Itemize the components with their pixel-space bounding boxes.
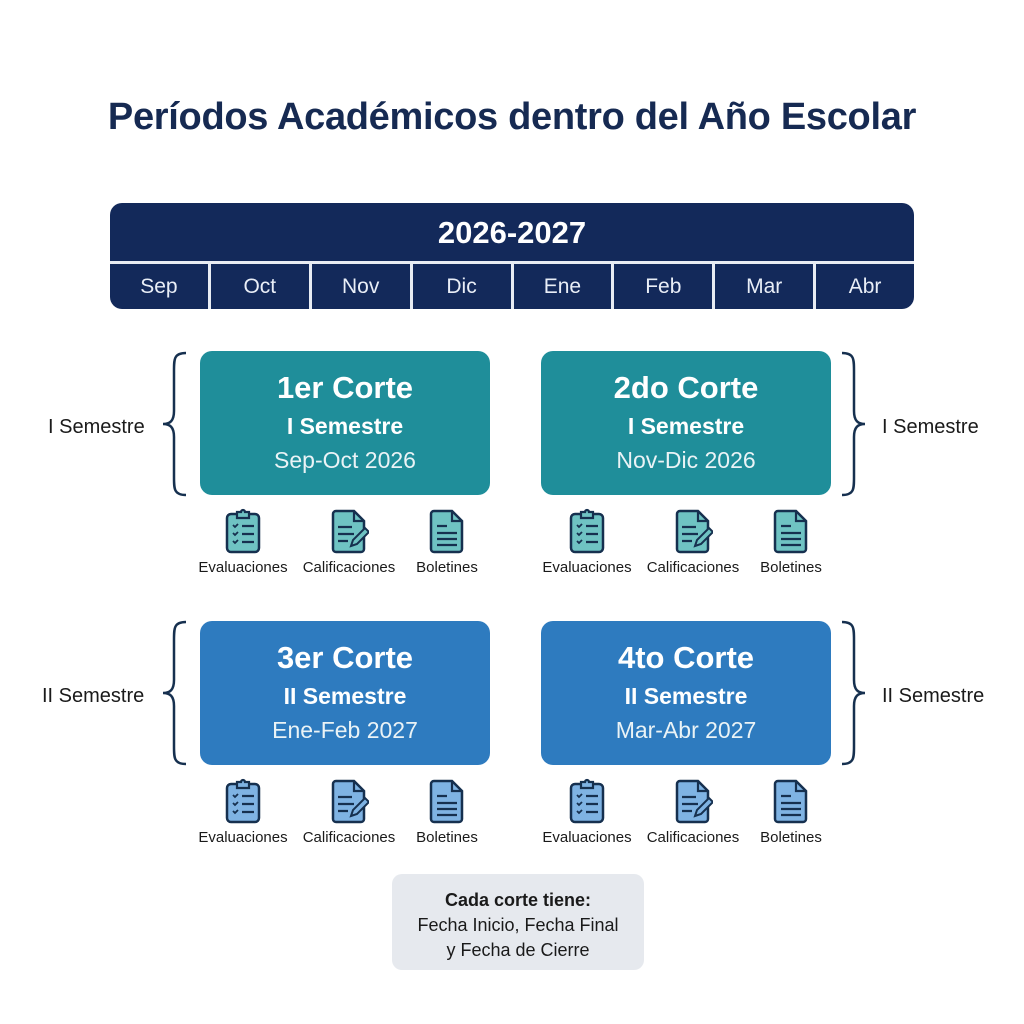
icon-label: Calificaciones [302, 829, 396, 846]
corte-card-4: 4to Corte II Semestre Mar-Abr 2027 [541, 621, 831, 765]
icon-label: Boletines [760, 829, 822, 846]
month-cell: Ene [510, 264, 612, 309]
corte-card-1: 1er Corte I Semestre Sep-Oct 2026 [200, 351, 490, 495]
info-note: Cada corte tiene: Fecha Inicio, Fecha Fi… [392, 874, 644, 970]
icon-label: Evaluaciones [542, 559, 632, 576]
month-cell: Sep [140, 275, 178, 298]
calificaciones-item: Calificaciones [635, 778, 751, 846]
icon-label: Calificaciones [646, 829, 740, 846]
corte-3-icons: Evaluaciones Calificaciones Boletines [195, 778, 487, 846]
right-brace-icon [841, 620, 866, 766]
calificaciones-item: Calificaciones [291, 508, 407, 576]
year-timeline: 2026-2027 Sep Oct Nov Dic Ene Feb Mar Ab… [110, 203, 914, 309]
document-lines-icon [429, 509, 464, 554]
semester-label-left: I Semestre [48, 416, 145, 438]
document-lines-icon [773, 779, 808, 824]
boletines-item: Boletines [407, 508, 487, 576]
semester-label-right: I Semestre [882, 416, 979, 438]
document-pencil-icon [675, 779, 713, 824]
corte-semester: II Semestre [624, 683, 748, 709]
document-pencil-icon [675, 509, 713, 554]
month-cell: Dic [409, 264, 511, 309]
boletines-item: Boletines [751, 508, 831, 576]
corte-4-icons: Evaluaciones Calificaciones Boletines [539, 778, 831, 846]
right-brace-icon [841, 351, 866, 497]
left-brace-icon [162, 620, 187, 766]
corte-semester: I Semestre [627, 413, 745, 439]
corte-card-3: 3er Corte II Semestre Ene-Feb 2027 [200, 621, 490, 765]
clipboard-checklist-icon [225, 778, 261, 824]
corte-title: 1er Corte [276, 370, 414, 405]
icon-label: Calificaciones [302, 559, 396, 576]
icon-label: Evaluaciones [198, 829, 288, 846]
month-row: Sep Oct Nov Dic Ene Feb Mar Abr [110, 261, 914, 309]
evaluaciones-item: Evaluaciones [539, 778, 635, 846]
corte-range: Sep-Oct 2026 [274, 447, 416, 473]
clipboard-checklist-icon [225, 508, 261, 554]
corte-range: Mar-Abr 2027 [615, 717, 757, 743]
month-cell: Mar [712, 264, 813, 309]
month-cell: Nov [308, 264, 410, 309]
document-lines-icon [773, 509, 808, 554]
evaluaciones-item: Evaluaciones [539, 508, 635, 576]
corte-card-2: 2do Corte I Semestre Nov-Dic 2026 [541, 351, 831, 495]
document-pencil-icon [331, 509, 369, 554]
calificaciones-item: Calificaciones [291, 778, 407, 846]
icon-label: Evaluaciones [542, 829, 632, 846]
corte-title: 4to Corte [617, 640, 755, 675]
note-line: Fecha Inicio, Fecha Final [417, 915, 619, 935]
document-pencil-icon [331, 779, 369, 824]
left-brace-icon [162, 351, 187, 497]
note-line: y Fecha de Cierre [446, 940, 590, 960]
semester-label-right: II Semestre [882, 685, 985, 707]
corte-title: 2do Corte [613, 370, 759, 405]
corte-range: Ene-Feb 2027 [272, 717, 418, 743]
document-lines-icon [429, 779, 464, 824]
semester-label-left: II Semestre [42, 685, 145, 707]
corte-semester: II Semestre [283, 683, 407, 709]
evaluaciones-item: Evaluaciones [195, 508, 291, 576]
corte-2-icons: Evaluaciones Calificaciones Boletines [539, 508, 831, 576]
clipboard-checklist-icon [569, 778, 605, 824]
boletines-item: Boletines [751, 778, 831, 846]
evaluaciones-item: Evaluaciones [195, 778, 291, 846]
calificaciones-item: Calificaciones [635, 508, 751, 576]
page-title: Períodos Académicos dentro del Año Escol… [107, 96, 917, 138]
month-cell: Feb [611, 264, 712, 309]
boletines-item: Boletines [407, 778, 487, 846]
corte-1-icons: Evaluaciones Calificaciones Boletines [195, 508, 487, 576]
icon-label: Boletines [416, 829, 478, 846]
month-cell: Abr [813, 264, 914, 309]
icon-label: Boletines [416, 559, 478, 576]
corte-semester: I Semestre [286, 413, 404, 439]
note-heading: Cada corte tiene: [444, 890, 592, 910]
corte-range: Nov-Dic 2026 [616, 447, 756, 473]
icon-label: Evaluaciones [198, 559, 288, 576]
icon-label: Calificaciones [646, 559, 740, 576]
month-cell: Oct [207, 264, 309, 309]
clipboard-checklist-icon [569, 508, 605, 554]
corte-title: 3er Corte [276, 640, 414, 675]
icon-label: Boletines [760, 559, 822, 576]
school-year-label: 2026-2027 [437, 215, 587, 250]
